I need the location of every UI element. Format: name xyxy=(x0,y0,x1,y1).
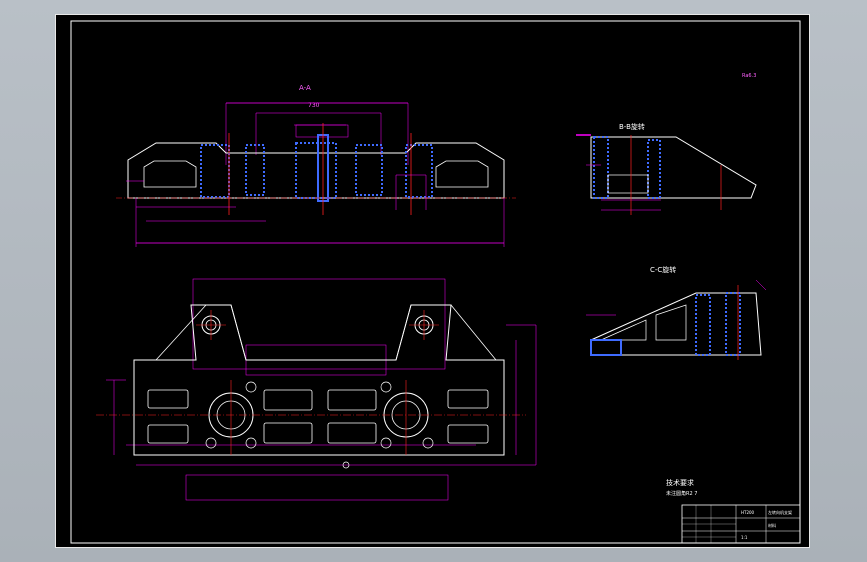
view-b-section: B-B旋转 Ra6.3 xyxy=(576,73,757,215)
view-c-section: C-C旋转 xyxy=(586,265,767,360)
title-block-material: HT200 xyxy=(741,510,755,515)
cad-drawing-canvas: A-A 730 xyxy=(70,20,801,544)
title-block-scale: 1:1 xyxy=(741,535,748,540)
tech-line-1: 未注圆角R2 7 xyxy=(666,490,697,497)
title-block-sheet: 材料 xyxy=(768,522,776,528)
view-c-label: C-C旋转 xyxy=(650,265,676,274)
title-block: 左转向机支架 HT200 材料 1:1 xyxy=(681,504,801,544)
tech-requirements: 技术要求 未注圆角R2 7 xyxy=(666,478,697,497)
top-dimension-text: 730 xyxy=(308,102,320,109)
drawing-sheet: A-A 730 xyxy=(55,14,810,548)
roughness-note: Ra6.3 xyxy=(742,73,756,79)
view-a-label: A-A xyxy=(299,84,311,92)
tech-title: 技术要求 xyxy=(666,478,694,487)
view-b-label: B-B旋转 xyxy=(619,122,645,131)
view-a-section: A-A 730 xyxy=(116,84,516,247)
inner-frame xyxy=(70,20,801,544)
title-block-name: 左转向机支架 xyxy=(768,509,792,515)
plan-view xyxy=(96,278,537,501)
